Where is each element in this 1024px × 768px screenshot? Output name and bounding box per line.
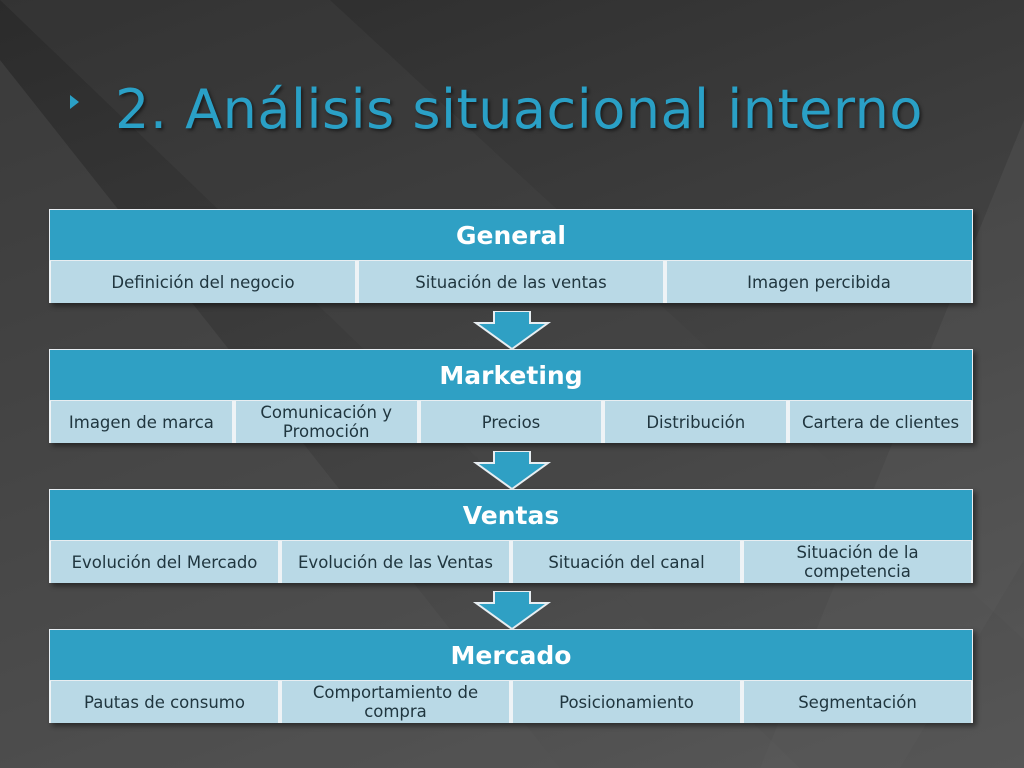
item-cell: Precios — [420, 401, 602, 443]
item-cell: Imagen percibida — [667, 261, 971, 303]
level-items: Imagen de marca Comunicación y Promoción… — [49, 401, 973, 443]
level-general: General Definición del negocio Situación… — [49, 209, 973, 303]
item-cell: Cartera de clientes — [790, 401, 971, 443]
slide-title: 2. Análisis situacional interno — [115, 78, 923, 141]
item-cell: Situación del canal — [513, 541, 740, 583]
item-cell: Situación de la competencia — [744, 541, 971, 583]
down-arrow-icon — [472, 591, 552, 631]
item-cell: Evolución de las Ventas — [282, 541, 509, 583]
level-header: Ventas — [49, 489, 973, 541]
item-cell: Segmentación — [744, 681, 971, 723]
down-arrow-icon — [472, 451, 552, 491]
level-mercado: Mercado Pautas de consumo Comportamiento… — [49, 629, 973, 723]
level-ventas: Ventas Evolución del Mercado Evolución d… — [49, 489, 973, 583]
level-marketing: Marketing Imagen de marca Comunicación y… — [49, 349, 973, 443]
item-cell: Evolución del Mercado — [51, 541, 278, 583]
item-cell: Distribución — [605, 401, 787, 443]
item-cell: Comunicación y Promoción — [235, 401, 417, 443]
level-header: Mercado — [49, 629, 973, 681]
item-cell: Posicionamiento — [513, 681, 740, 723]
level-items: Evolución del Mercado Evolución de las V… — [49, 541, 973, 583]
level-items: Definición del negocio Situación de las … — [49, 261, 973, 303]
level-header: General — [49, 209, 973, 261]
level-header: Marketing — [49, 349, 973, 401]
item-cell: Comportamiento de compra — [282, 681, 509, 723]
down-arrow-icon — [472, 311, 552, 351]
level-items: Pautas de consumo Comportamiento de comp… — [49, 681, 973, 723]
item-cell: Definición del negocio — [51, 261, 355, 303]
item-cell: Imagen de marca — [51, 401, 232, 443]
item-cell: Pautas de consumo — [51, 681, 278, 723]
item-cell: Situación de las ventas — [359, 261, 663, 303]
title-chevron-icon — [70, 95, 79, 109]
